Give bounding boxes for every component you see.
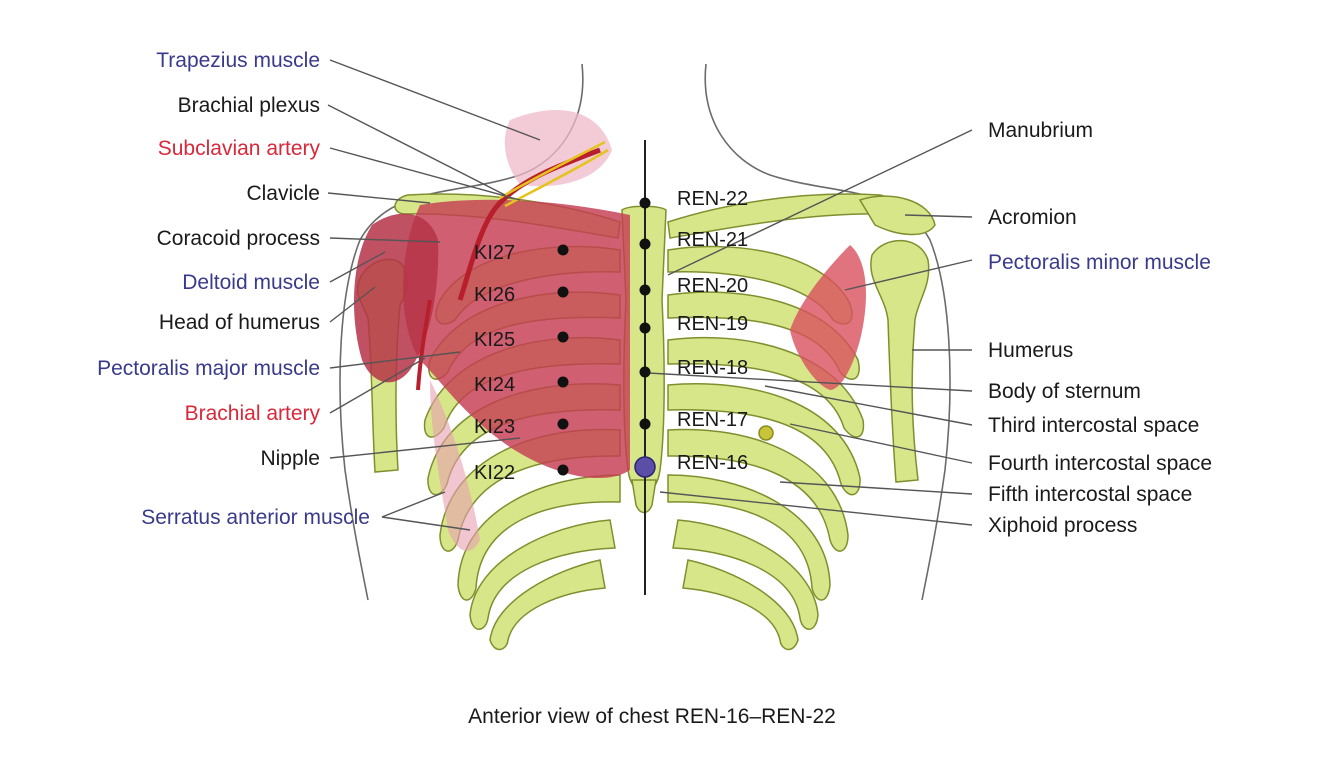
ren-point-label: REN-21 xyxy=(677,229,748,251)
label-acromion: Acromion xyxy=(988,206,1077,229)
label-third-intercostal-space: Third intercostal space xyxy=(988,414,1199,437)
label-manubrium: Manubrium xyxy=(988,119,1093,142)
ren-point-marker xyxy=(639,197,651,209)
label-brachial-artery: Brachial artery xyxy=(185,402,321,425)
label-fifth-intercostal-space: Fifth intercostal space xyxy=(988,483,1192,506)
deltoid-shape xyxy=(353,213,439,383)
ki-point-label: KI27 xyxy=(474,242,515,264)
pectoralis-major-shape xyxy=(403,199,630,479)
ren-point-marker xyxy=(639,418,651,430)
label-serratus-anterior-muscle: Serratus anterior muscle xyxy=(141,506,370,529)
ki-point-label: KI26 xyxy=(474,284,515,306)
ren-point-label: REN-18 xyxy=(677,357,748,379)
label-pectoralis-minor-muscle: Pectoralis minor muscle xyxy=(988,251,1211,274)
label-coracoid-process: Coracoid process xyxy=(157,227,320,250)
label-xiphoid-process: Xiphoid process xyxy=(988,514,1137,537)
ren-point-label: REN-20 xyxy=(677,275,748,297)
label-deltoid-muscle: Deltoid muscle xyxy=(182,271,320,294)
label-nipple: Nipple xyxy=(260,447,320,470)
label-brachial-plexus: Brachial plexus xyxy=(178,94,320,117)
ren-point-marker xyxy=(639,238,651,250)
ren-point-marker xyxy=(639,366,651,378)
figure-caption: Anterior view of chest REN-16–REN-22 xyxy=(468,705,836,728)
pectoralis-minor-shape xyxy=(790,245,866,390)
label-trapezius-muscle: Trapezius muscle xyxy=(156,49,320,72)
ren-point-label: REN-16 xyxy=(677,452,748,474)
ren-point-label: REN-17 xyxy=(677,409,748,431)
ren-point-label: REN-19 xyxy=(677,313,748,335)
ki-point-marker xyxy=(557,331,569,343)
muscles-left xyxy=(353,110,630,551)
serratus-shape xyxy=(430,380,480,551)
label-body-of-sternum: Body of sternum xyxy=(988,380,1141,403)
ki-point-label: KI22 xyxy=(474,462,515,484)
ren-point-marker xyxy=(639,322,651,334)
label-head-of-humerus: Head of humerus xyxy=(159,311,320,334)
label-subclavian-artery: Subclavian artery xyxy=(158,137,321,160)
label-clavicle: Clavicle xyxy=(246,182,320,205)
label-pectoralis-major-muscle: Pectoralis major muscle xyxy=(97,357,320,380)
label-humerus: Humerus xyxy=(988,339,1073,362)
ki-point-marker xyxy=(557,286,569,298)
ki-point-marker xyxy=(557,464,569,476)
brachial-plexus-shape xyxy=(499,140,609,208)
leader-lines xyxy=(327,59,973,531)
ren-point-label: REN-22 xyxy=(677,188,748,210)
ki-point-marker xyxy=(557,376,569,388)
brachial-artery-shape xyxy=(416,299,432,391)
ki-point-label: KI24 xyxy=(474,374,515,396)
label-fourth-intercostal-space: Fourth intercostal space xyxy=(988,452,1212,475)
ki-point-label: KI25 xyxy=(474,329,515,351)
ki-point-marker xyxy=(557,418,569,430)
nipple-marker xyxy=(758,425,774,441)
ren-16-highlight-marker xyxy=(634,456,656,478)
ren-point-marker xyxy=(639,284,651,296)
ki-point-marker xyxy=(557,244,569,256)
ki-point-label: KI23 xyxy=(474,416,515,438)
trapezius-shape xyxy=(504,110,612,187)
ren-points: REN-22REN-21REN-20REN-19REN-18REN-17REN-… xyxy=(634,188,748,478)
